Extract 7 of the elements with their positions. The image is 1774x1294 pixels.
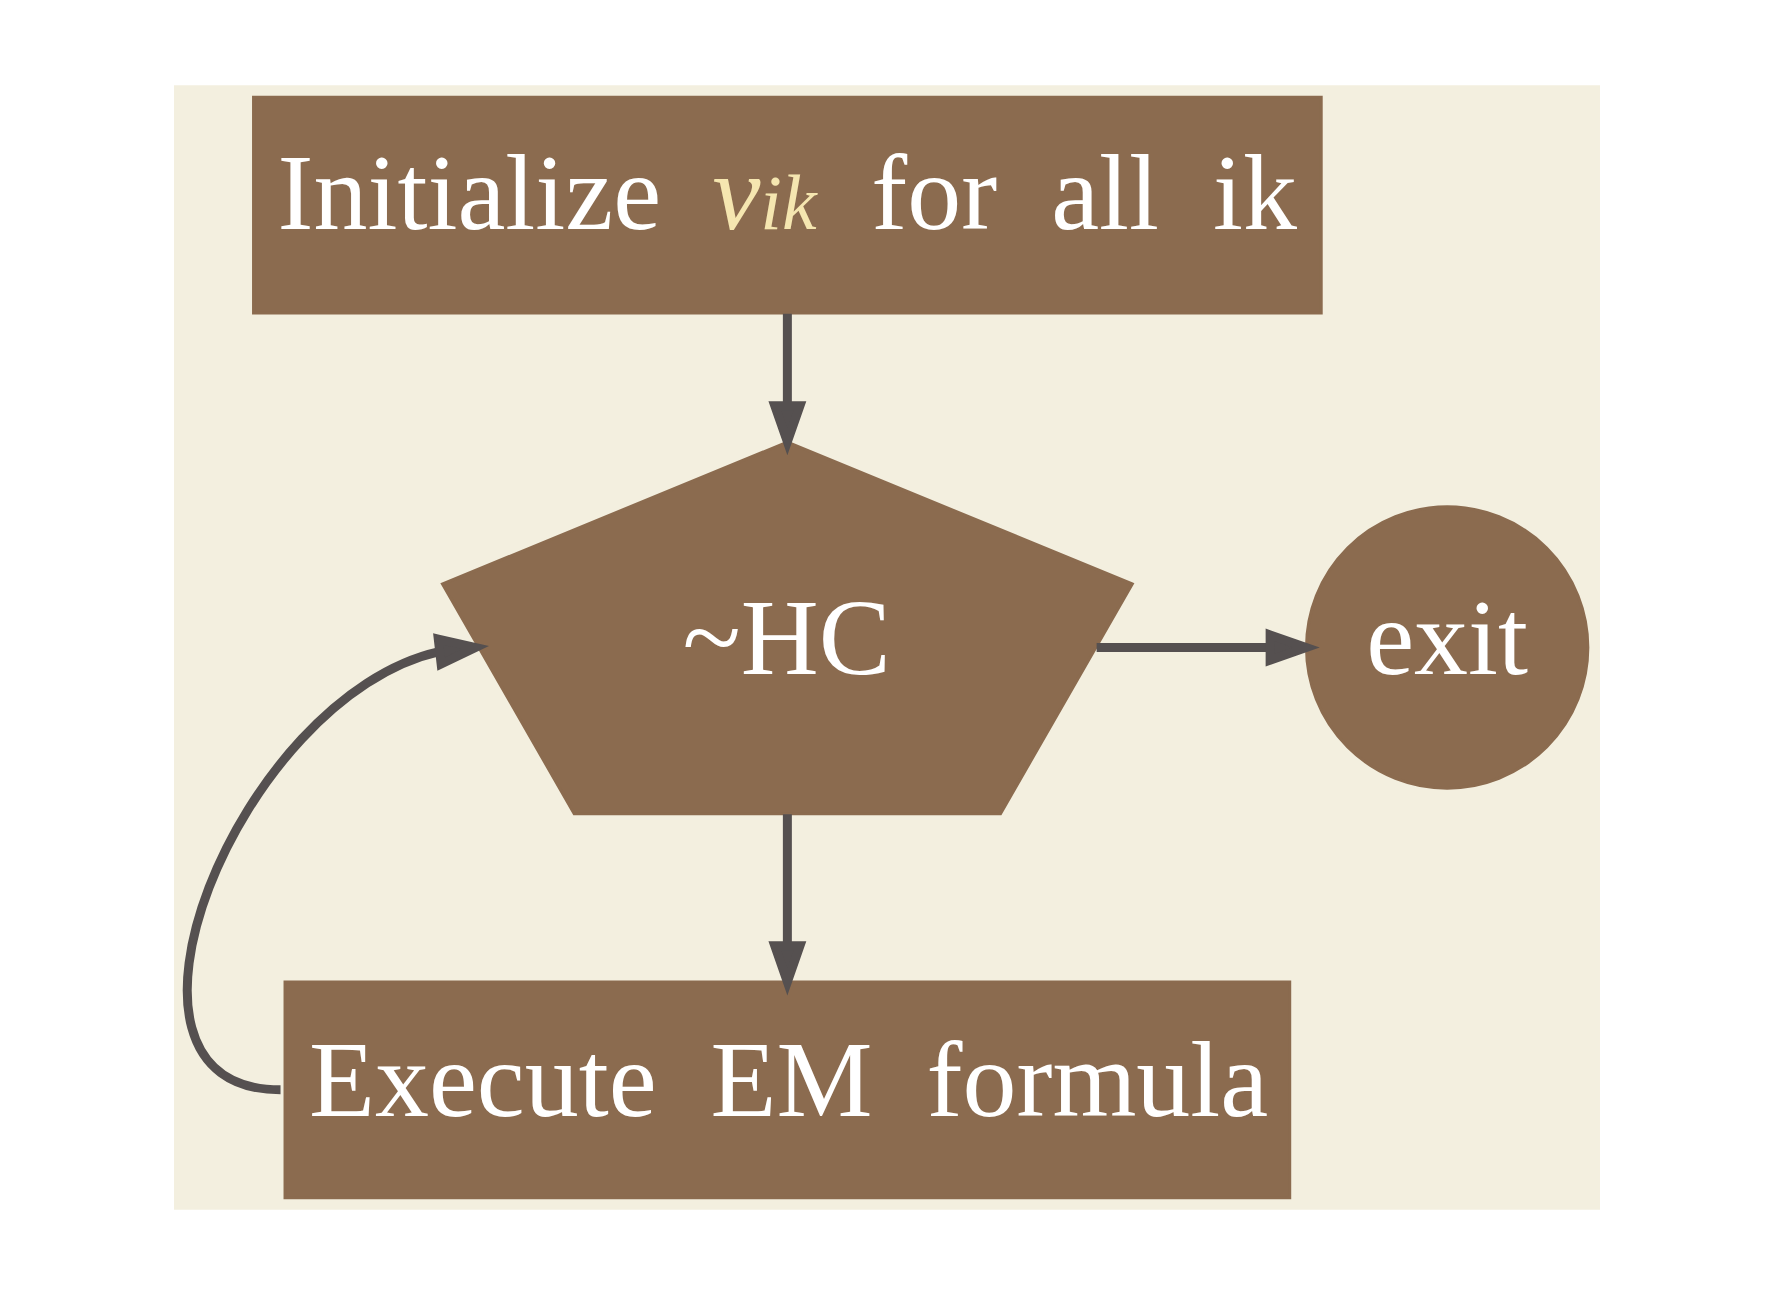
arrow — [1096, 628, 1320, 666]
node-box: Execute EM formula — [283, 979, 1292, 1199]
arrow — [768, 813, 807, 995]
node-box: Initialize vik for all ik — [252, 95, 1323, 315]
arrow — [182, 632, 489, 1094]
node-circle: exit — [1305, 504, 1590, 790]
arrow — [768, 313, 807, 455]
